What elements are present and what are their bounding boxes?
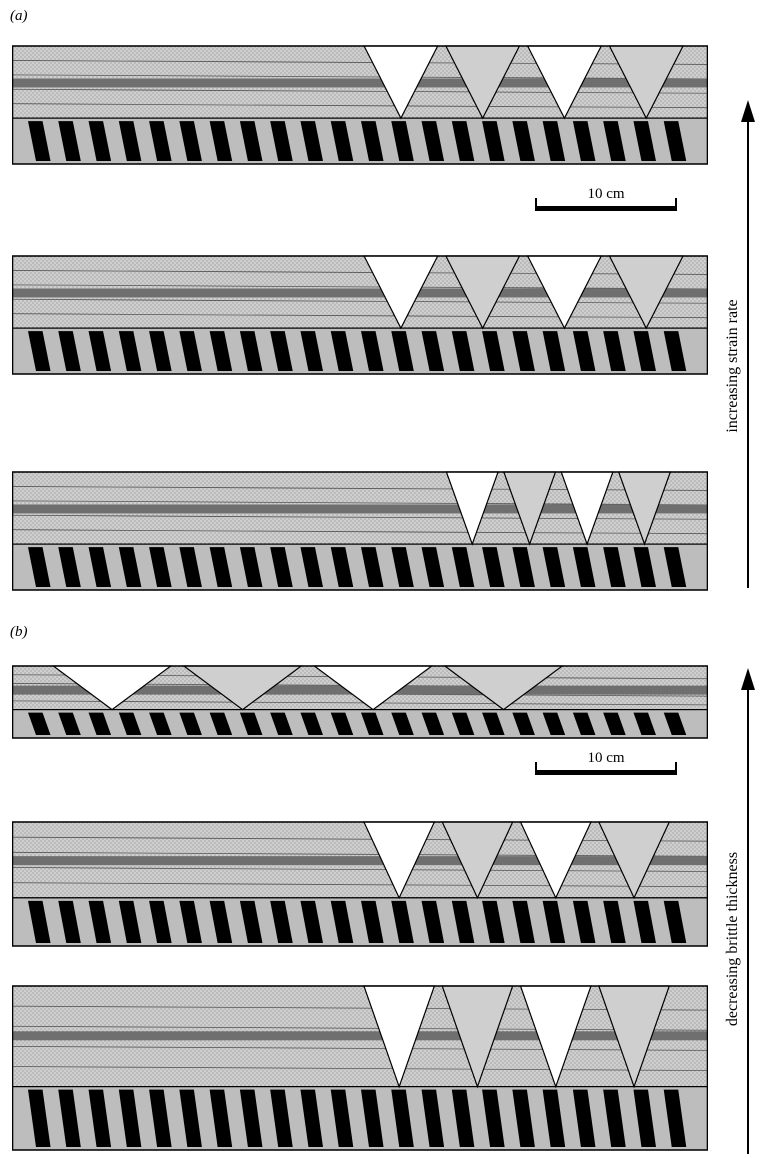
scale-bar-b: 10 cm [535, 750, 677, 775]
ductile-layer [12, 710, 708, 738]
marker-layer [12, 78, 708, 87]
cross-section-a2 [12, 250, 708, 376]
scale-bar-line-b [535, 770, 677, 775]
cross-section-a1 [12, 40, 708, 166]
ductile-layer [12, 898, 708, 946]
cross-section-b1 [12, 660, 708, 740]
panel-label-b: (b) [10, 624, 28, 641]
arrow-label-b: decreasing brittle thickness [724, 794, 742, 1084]
marker-layer [12, 288, 708, 297]
cross-section-b2 [12, 816, 708, 948]
cross-section-b3 [12, 980, 708, 1152]
ductile-layer [12, 1087, 708, 1150]
ductile-layer [12, 328, 708, 374]
panel-label-a: (a) [10, 8, 28, 25]
scale-bar-a: 10 cm [535, 186, 677, 211]
arrow-label-a: increasing strain rate [724, 266, 742, 466]
marker-layer [12, 856, 708, 865]
marker-layer [12, 504, 708, 513]
scale-label-b: 10 cm [535, 750, 677, 767]
ductile-layer [12, 544, 708, 590]
scale-label-a: 10 cm [535, 186, 677, 203]
ductile-layer [12, 118, 708, 164]
scale-bar-line-a [535, 206, 677, 211]
marker-layer [12, 1031, 708, 1040]
cross-section-a3 [12, 466, 708, 592]
